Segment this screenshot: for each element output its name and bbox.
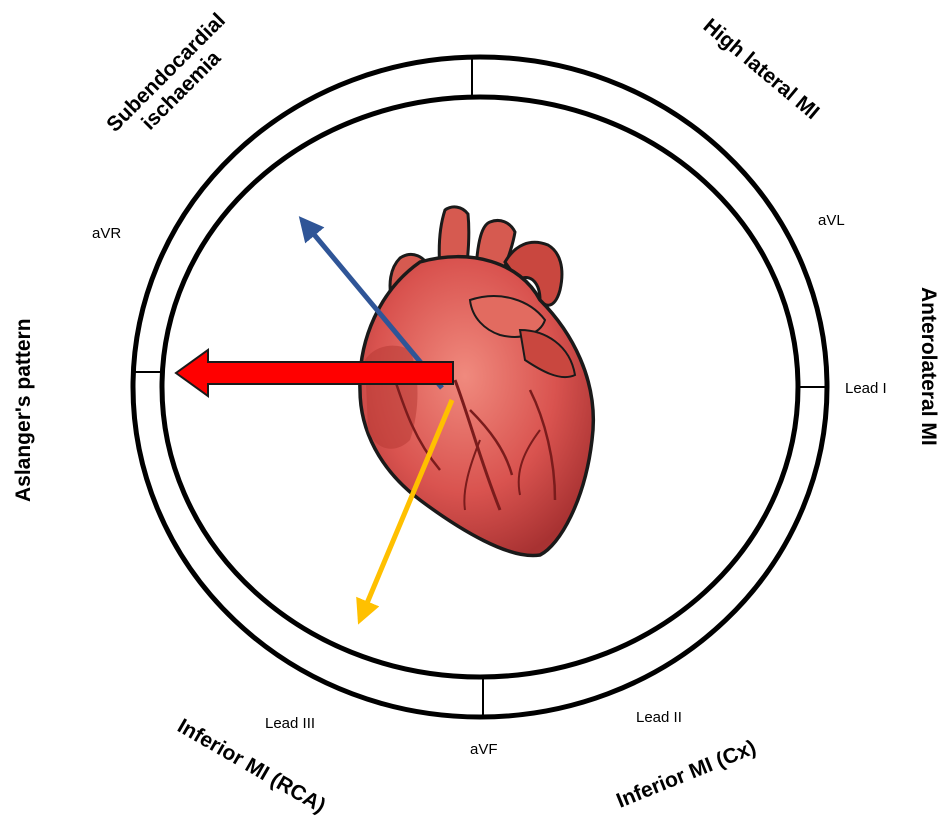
yellow-arrow — [356, 399, 455, 625]
label-lead-iii: Lead III — [265, 715, 315, 732]
red-arrow — [174, 348, 454, 398]
label-avl: aVL — [818, 212, 845, 229]
label-avf: aVF — [470, 741, 498, 758]
label-lead-ii: Lead II — [636, 709, 682, 726]
label-high-lateral: High lateral MI — [699, 14, 824, 124]
label-aslanger: Aslanger's pattern — [12, 318, 35, 502]
label-inferior-cx: Inferior MI (Cx) — [613, 736, 759, 813]
label-anterolateral: Anterolateral MI — [917, 287, 940, 446]
label-avr: aVR — [92, 225, 121, 242]
blue-arrow — [298, 216, 444, 390]
label-lead-i: Lead I — [845, 380, 887, 397]
